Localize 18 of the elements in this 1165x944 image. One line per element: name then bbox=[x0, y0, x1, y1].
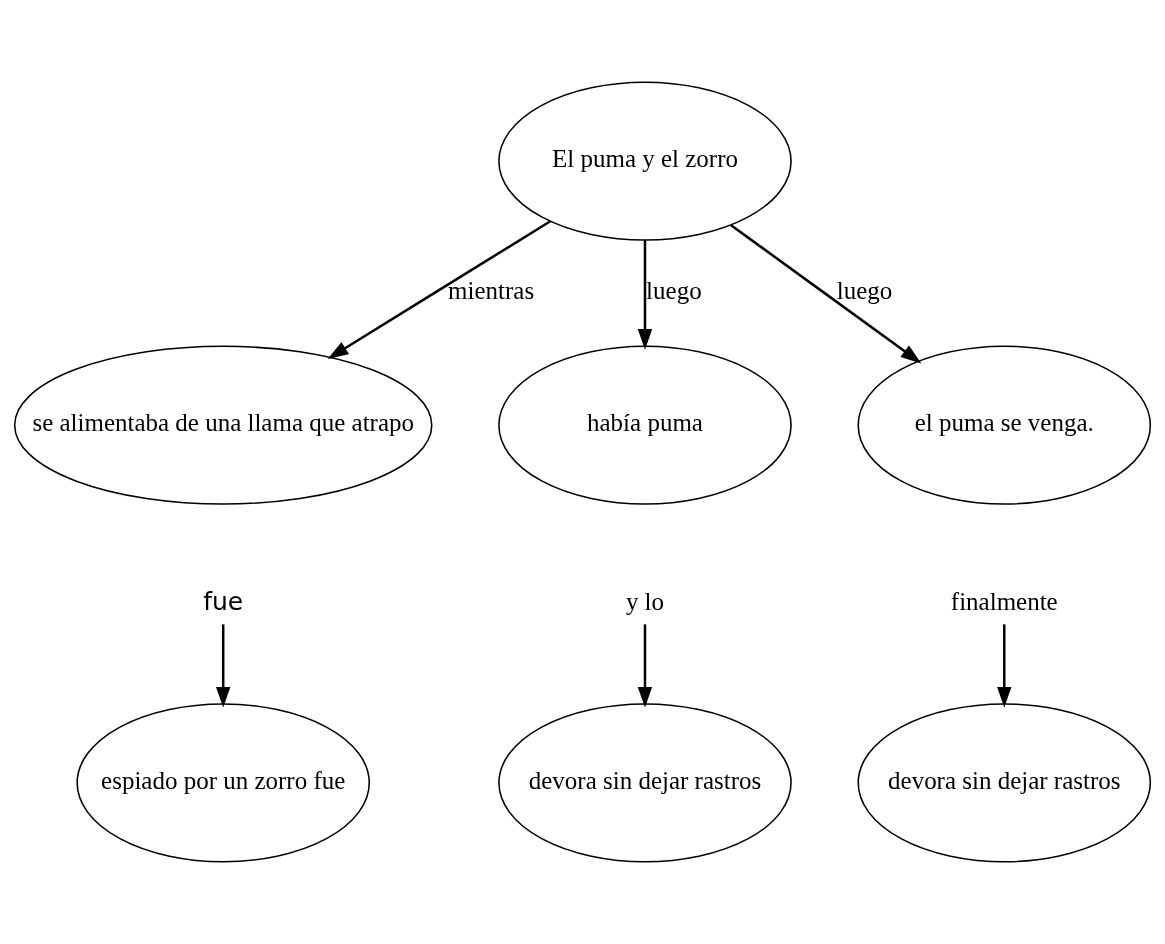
arrow bbox=[327, 220, 551, 359]
edge-label: luego bbox=[646, 277, 702, 305]
node-ellipse: espiado por un zorro fue bbox=[76, 703, 371, 863]
node-text: y lo bbox=[625, 587, 665, 615]
arrow bbox=[215, 624, 231, 708]
arrow bbox=[730, 224, 922, 364]
node-ellipse: devora sin dejar rastros bbox=[498, 703, 792, 863]
node-ellipse: devora sin dejar rastros bbox=[857, 703, 1152, 863]
node-ellipse: había puma bbox=[498, 345, 792, 505]
node-text: finalmente bbox=[950, 587, 1058, 615]
arrow bbox=[997, 624, 1012, 708]
edge-label: mientras bbox=[448, 277, 535, 305]
arrow bbox=[637, 240, 653, 350]
edge-label: luego bbox=[836, 277, 893, 305]
arrow bbox=[637, 624, 653, 708]
node-text: fue bbox=[203, 586, 244, 616]
node-ellipse: El puma y el zorro bbox=[498, 81, 792, 241]
node-ellipse: se alimentaba de una llama que atrapo bbox=[13, 345, 433, 505]
